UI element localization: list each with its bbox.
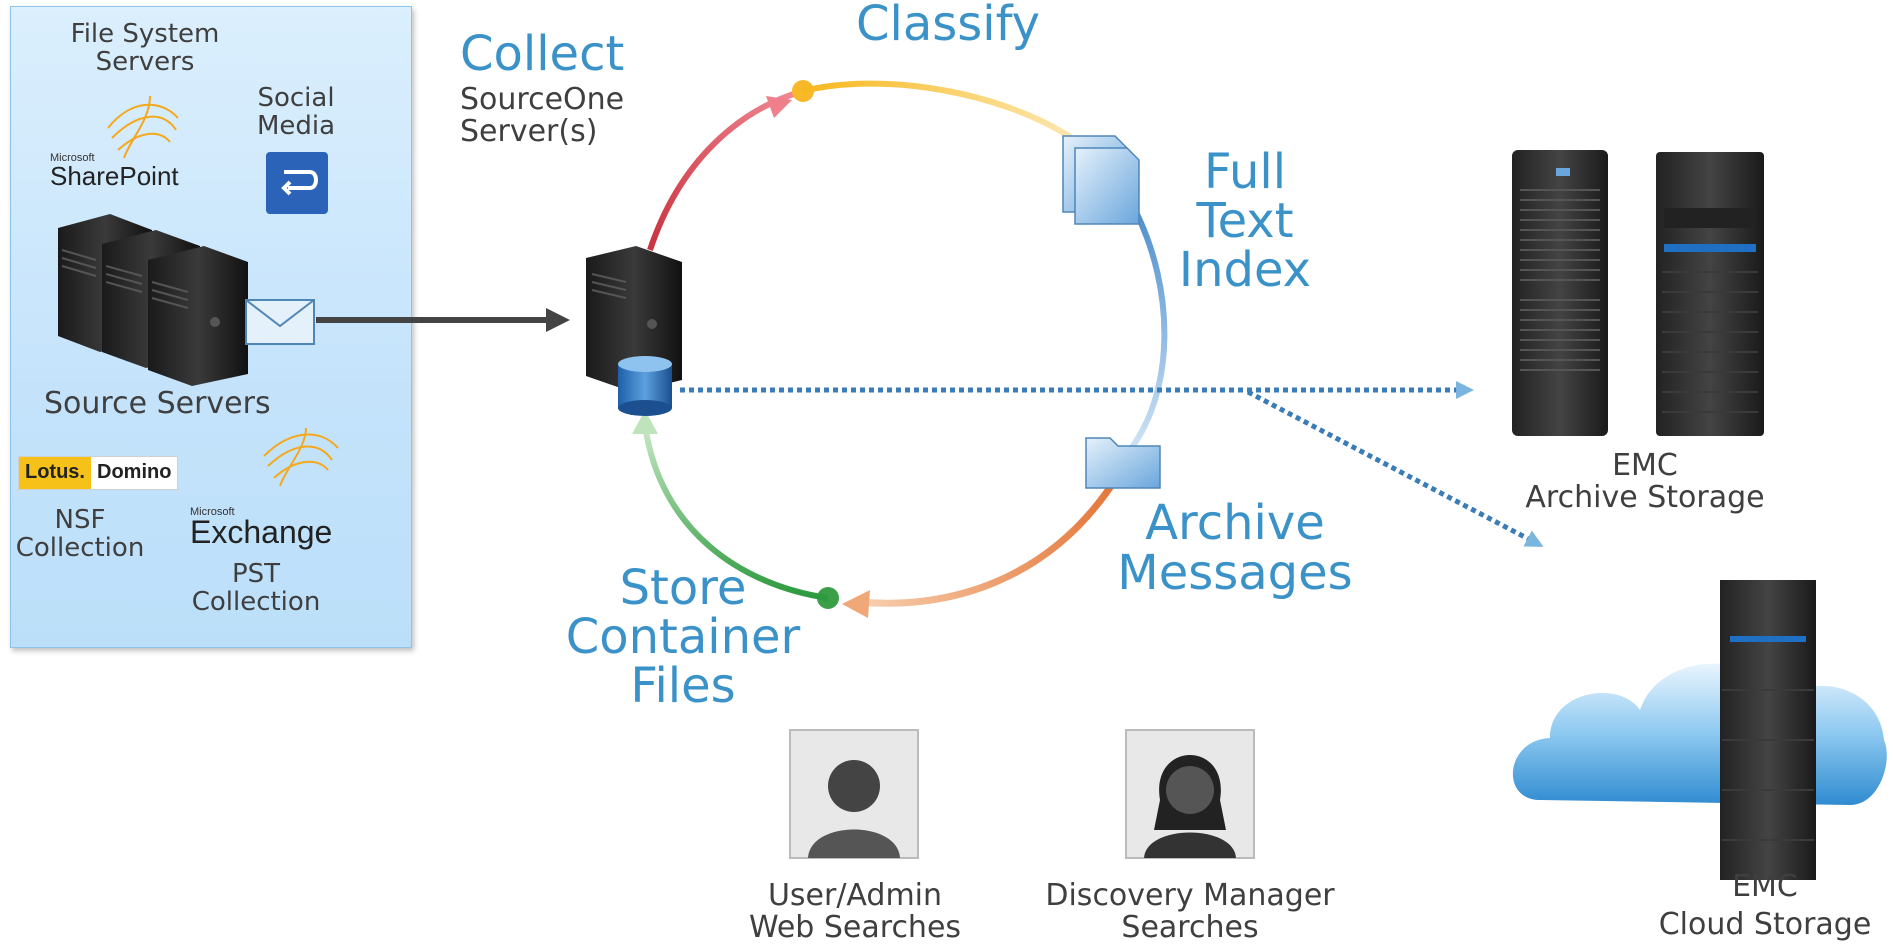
pst-line1: PST <box>231 559 281 589</box>
exchange-vendor: Microsoft <box>190 506 235 518</box>
cloud-storage-line2: Cloud Storage <box>1658 907 1872 942</box>
collect-arc <box>647 89 801 251</box>
emc-cloud-storage-label: EMC Cloud Storage <box>1640 868 1890 944</box>
lotus-domino-logo: Lotus. Domino <box>18 456 179 490</box>
user-admin-line1: User/Admin <box>767 878 943 913</box>
folder-icon <box>1085 437 1161 489</box>
full-text-index-line3: Index <box>1178 242 1312 298</box>
source-servers-label: Source Servers <box>44 386 271 421</box>
social-media-line1: Social <box>257 83 335 113</box>
archive-messages-line2: Messages <box>1117 545 1353 601</box>
collect-sub-line2: Server(s) <box>460 114 598 149</box>
user-admin-avatar <box>789 729 919 859</box>
cloud-storage-line1: EMC <box>1732 869 1798 904</box>
index-arc <box>1127 208 1168 452</box>
store-line3: Files <box>630 658 736 714</box>
store-container-files-label: Store Container Files <box>548 564 818 711</box>
lotus-brand: Lotus. <box>19 457 91 489</box>
source-servers-icon <box>58 214 248 386</box>
store-line1: Store <box>619 560 747 616</box>
sharepoint-logo-icon <box>107 95 179 159</box>
archive-arrowhead <box>842 590 870 618</box>
archive-arc <box>859 478 1118 607</box>
exchange-logo-icon <box>263 427 339 487</box>
archive-messages-line1: Archive <box>1145 495 1325 551</box>
user-admin-searches-label: User/Admin Web Searches <box>720 880 990 944</box>
database-icon <box>618 356 672 416</box>
nsf-line1: NSF <box>54 505 106 535</box>
user-admin-line2: Web Searches <box>748 910 962 945</box>
sourceone-server-icon <box>586 246 682 392</box>
collect-label: Collect <box>460 26 625 82</box>
full-text-index-line2: Text <box>1196 193 1294 249</box>
discovery-manager-searches-label: Discovery Manager Searches <box>1030 880 1350 944</box>
store-arrowhead <box>632 410 658 434</box>
file-system-servers-label: File System Servers <box>40 20 250 76</box>
sharepoint-product: SharePoint <box>50 161 179 191</box>
social-media-icon <box>266 152 328 214</box>
pst-line2: Collection <box>191 587 321 617</box>
pst-collection-label: PST Collection <box>186 560 326 616</box>
envelope-icon <box>245 299 315 345</box>
collect-sub-line1: SourceOne <box>460 82 625 117</box>
discovery-manager-avatar <box>1125 729 1255 859</box>
social-media-line2: Media <box>256 111 336 141</box>
file-system-servers-line2: Servers <box>95 47 195 77</box>
emc-archive-storage-label: EMC Archive Storage <box>1500 450 1790 514</box>
sharepoint-vendor: Microsoft <box>50 152 95 164</box>
full-text-index-line1: Full <box>1203 144 1287 200</box>
social-media-label: Social Media <box>236 84 356 140</box>
cloud-storage-icon <box>1512 580 1887 880</box>
nsf-line2: Collection <box>15 533 145 563</box>
classify-arc <box>802 80 1077 143</box>
cycle-ring <box>632 80 1168 618</box>
exchange-wordmark: Microsoft Exchange <box>190 506 332 551</box>
store-arc <box>642 424 829 601</box>
store-line2: Container <box>565 609 801 665</box>
classify-label: Classify <box>856 0 1041 52</box>
archive-messages-label: Archive Messages <box>1100 498 1370 598</box>
lotus-product: Domino <box>97 461 172 483</box>
cloud-storage-link <box>1246 389 1544 548</box>
exchange-product: Exchange <box>190 514 333 550</box>
discovery-manager-line1: Discovery Manager <box>1045 878 1335 913</box>
collect-sub-label: SourceOne Server(s) <box>460 84 624 148</box>
documents-icon <box>1062 135 1140 225</box>
nsf-collection-label: NSF Collection <box>10 506 150 562</box>
discovery-manager-line2: Searches <box>1121 910 1259 945</box>
sharepoint-wordmark: Microsoft SharePoint <box>50 152 179 192</box>
collect-arrowhead <box>766 96 792 118</box>
archive-storage-line2: Archive Storage <box>1525 480 1765 515</box>
full-text-index-label: Full Text Index <box>1160 148 1330 295</box>
archive-storage-racks-icon <box>1512 150 1764 436</box>
file-system-servers-line1: File System <box>70 19 220 49</box>
collect-arrow-head <box>546 308 570 332</box>
archive-storage-line1: EMC <box>1612 448 1678 483</box>
